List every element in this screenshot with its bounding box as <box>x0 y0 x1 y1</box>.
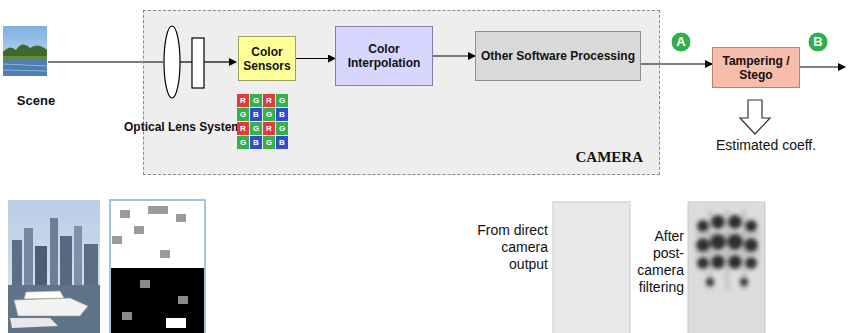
point-marker: A <box>670 31 692 53</box>
point-letter: B <box>813 35 822 49</box>
point-letter: A <box>676 35 685 49</box>
bayer-cell: G <box>250 122 262 135</box>
caption-label: After post-camera filtering <box>628 228 684 296</box>
down-arrow <box>740 100 770 134</box>
bayer-cell: R <box>237 122 249 135</box>
box-label: Tampering / Stego <box>717 54 795 82</box>
bayer-cell: G <box>237 108 249 121</box>
flow-arrow <box>433 55 475 56</box>
process-box: Color Sensors <box>238 36 296 81</box>
flow-arrow <box>641 63 712 64</box>
bayer-cell: B <box>276 108 288 121</box>
camera-label: CAMERA <box>576 149 644 166</box>
bayer-cell: G <box>276 122 288 135</box>
scene-photo <box>3 26 47 76</box>
process-box: Other Software Processing <box>475 31 641 81</box>
bayer-cell: R <box>263 122 275 135</box>
bayer-cell: G <box>276 94 288 107</box>
bayer-cell: G <box>263 108 275 121</box>
filter-symbol <box>192 38 204 88</box>
lens-symbol <box>164 26 180 98</box>
bayer-cell: R <box>263 94 275 107</box>
block-map <box>110 200 205 333</box>
process-box: Tampering / Stego <box>712 47 800 88</box>
process-box: Color Interpolation <box>335 26 433 86</box>
box-label: Color Interpolation <box>340 42 428 70</box>
coeff-map-direct <box>553 202 630 333</box>
box-label: Other Software Processing <box>481 49 635 63</box>
bayer-cell: B <box>276 136 288 149</box>
scene-label: Scene <box>12 93 60 108</box>
caption-label: From direct camera output <box>466 222 548 273</box>
bayer-cell: B <box>250 136 262 149</box>
box-label: Color Sensors <box>243 45 291 73</box>
point-marker: B <box>807 31 829 53</box>
flow-arrow <box>296 58 335 59</box>
bayer-cell: B <box>250 108 262 121</box>
bayer-cell: G <box>263 136 275 149</box>
lens-label: Optical Lens System <box>118 120 248 134</box>
bayer-cell: G <box>237 136 249 149</box>
bayer-cell: R <box>237 94 249 107</box>
caption-label: Estimated coeff. <box>716 137 826 153</box>
bayer-cell: G <box>250 94 262 107</box>
camera-boundary: CAMERA Color Sensors Color Interpolation Ot… <box>143 10 660 175</box>
coeff-map-filtered <box>688 202 765 333</box>
city-photo <box>8 200 100 333</box>
